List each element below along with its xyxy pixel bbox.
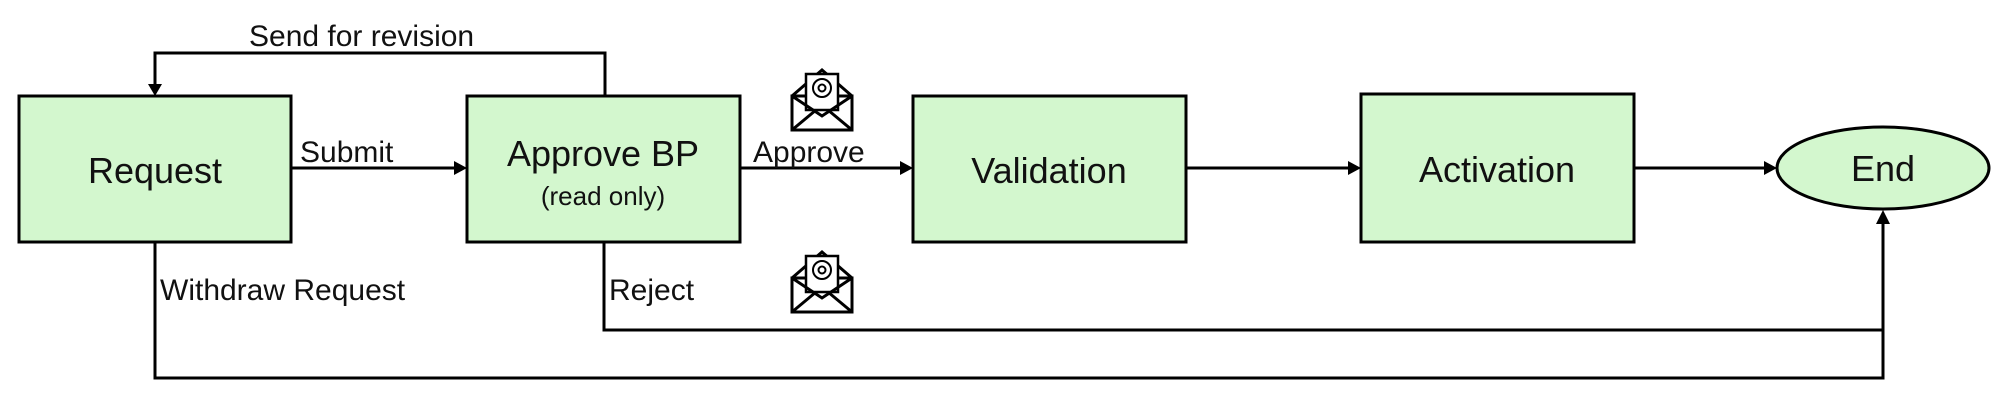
edge-withdraw-request	[153, 210, 1890, 380]
edge-label-submit: Submit	[300, 136, 394, 169]
edge-label-approve: Approve	[753, 136, 865, 169]
node-validation-label: Validation	[971, 150, 1126, 191]
edge-label-withdraw-request: Withdraw Request	[160, 274, 406, 307]
edge-activation-end	[1634, 161, 1777, 175]
node-activation-label: Activation	[1419, 149, 1575, 190]
edge-validation-activation	[1186, 161, 1361, 175]
edge-approve	[740, 161, 913, 175]
node-end-label: End	[1851, 148, 1915, 189]
edge-label-reject: Reject	[609, 274, 695, 307]
edge-reject	[602, 242, 1883, 332]
email-envelope-icon	[790, 68, 854, 132]
node-request: Request	[17, 94, 293, 244]
email-envelope-icon	[790, 250, 854, 314]
edge-submit	[291, 161, 467, 175]
node-approve-bp: Approve BP (read only)	[465, 94, 742, 244]
edge-send-for-revision	[148, 51, 607, 96]
node-activation: Activation	[1359, 92, 1636, 244]
node-approve-bp-label: Approve BP	[507, 133, 699, 174]
edge-label-send-for-revision: Send for revision	[249, 20, 474, 53]
node-end: End	[1775, 125, 1991, 211]
node-validation: Validation	[911, 94, 1188, 244]
node-approve-bp-sublabel: (read only)	[541, 181, 665, 211]
node-request-label: Request	[88, 150, 222, 191]
